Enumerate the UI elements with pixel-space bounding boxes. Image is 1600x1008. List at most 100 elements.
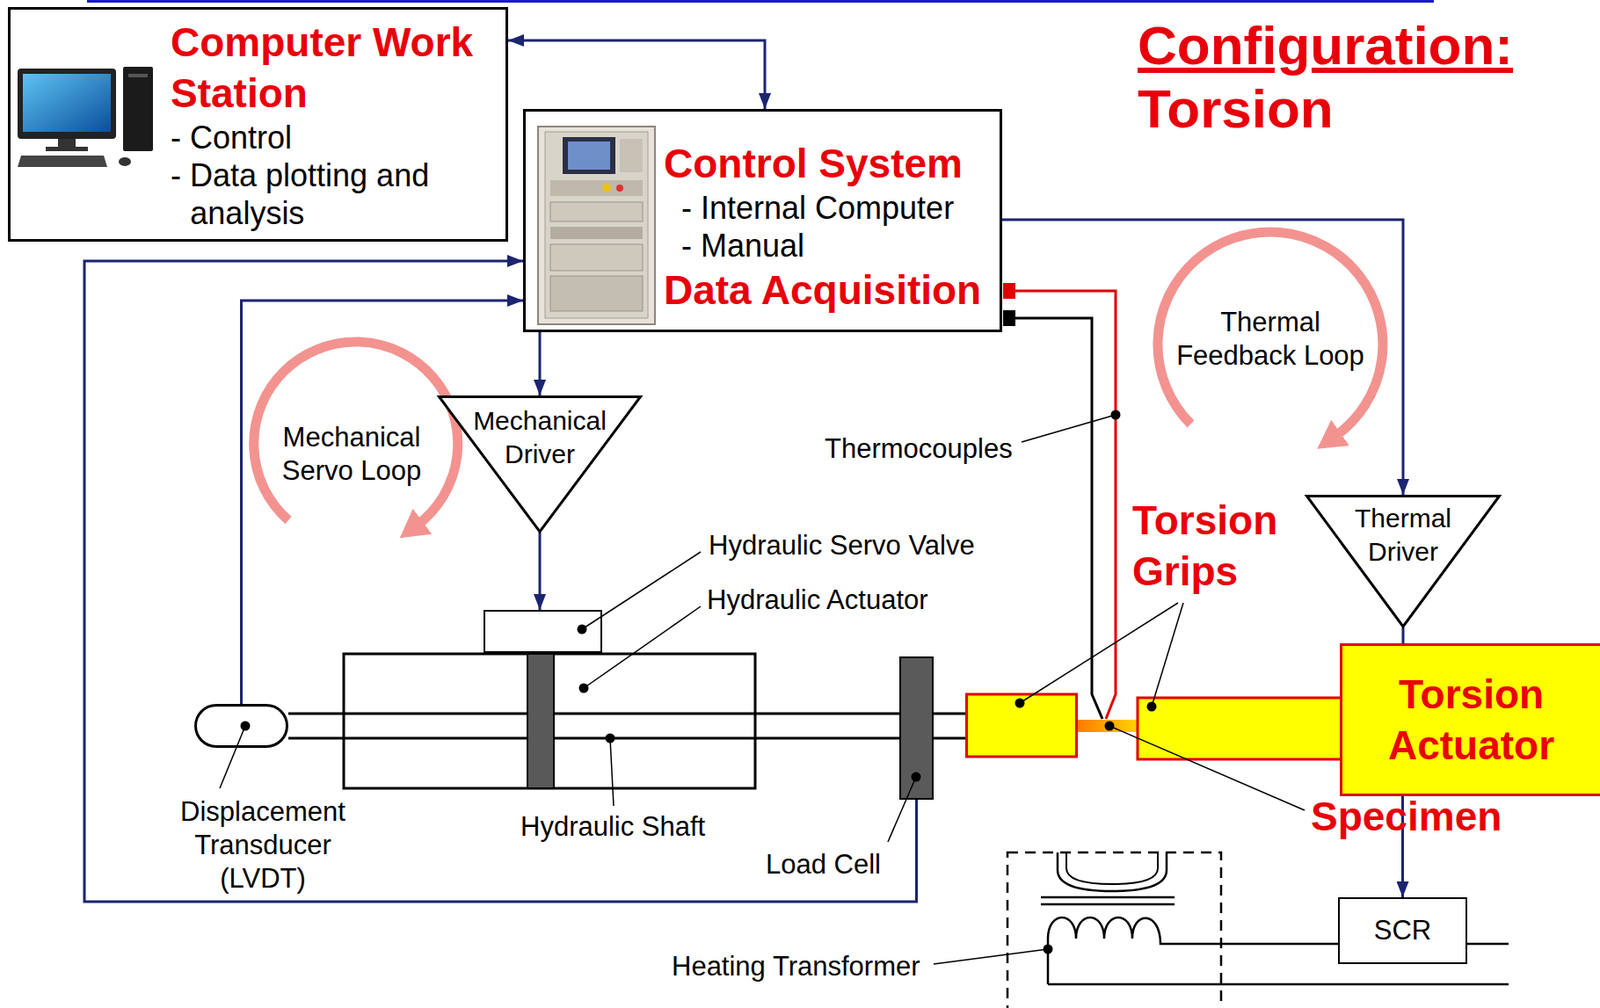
crucible bbox=[1066, 852, 1158, 885]
connector-arrow bbox=[538, 532, 542, 611]
node-heading: Control System bbox=[663, 138, 995, 190]
connector-port bbox=[1003, 283, 1016, 299]
node-text: - Internal Computer bbox=[681, 189, 995, 227]
keyboard bbox=[17, 155, 108, 168]
leader-line bbox=[610, 738, 614, 807]
part-label: Specimen bbox=[1310, 791, 1502, 843]
cabinet-panel bbox=[550, 202, 643, 222]
shaft-line bbox=[288, 712, 966, 716]
monitor-stand bbox=[58, 138, 76, 148]
leader-line bbox=[1021, 414, 1116, 443]
load-cell: Load Cell bbox=[899, 656, 934, 800]
loop-label: Mechanical Servo Loop bbox=[263, 421, 440, 488]
cabinet-display bbox=[562, 137, 616, 175]
leader-line bbox=[887, 777, 917, 843]
servo-loop-arrow bbox=[254, 341, 459, 526]
node-text: Data Acquisition bbox=[663, 264, 995, 316]
cabinet-panel bbox=[550, 244, 643, 271]
driver-triangle bbox=[439, 397, 641, 533]
node-text: - Data plotting and analysis bbox=[170, 156, 501, 233]
monitor-base bbox=[45, 146, 88, 152]
cabinet-panel bbox=[619, 138, 643, 173]
leader-line bbox=[933, 949, 1048, 965]
tower-slot bbox=[128, 73, 148, 78]
transformer-coil bbox=[1047, 917, 1339, 985]
actuator-body bbox=[343, 654, 756, 789]
node-heading: Mechanical Driver bbox=[465, 404, 615, 472]
lvdt-body bbox=[196, 705, 287, 747]
part-label: Hydraulic Actuator bbox=[706, 583, 929, 618]
node-text: - Manual bbox=[681, 226, 995, 265]
leader-line bbox=[1109, 726, 1305, 811]
scr-box: SCR bbox=[1338, 897, 1468, 965]
monitor-screen bbox=[22, 73, 111, 132]
torsion-grip bbox=[967, 694, 1077, 757]
diagram-title: Configuration: Torsion bbox=[1137, 14, 1551, 141]
piston bbox=[527, 654, 554, 789]
computer-tower bbox=[123, 66, 153, 152]
lvdt-transducer: Displacement Transducer (LVDT) bbox=[194, 704, 289, 749]
node-heading: Load Cell bbox=[765, 848, 881, 882]
cabinet-panel bbox=[550, 276, 643, 312]
transformer-core bbox=[1040, 896, 1175, 900]
transformer-core bbox=[1040, 903, 1175, 907]
node-heading: Hydraulic Servo Valve bbox=[708, 529, 975, 563]
loop-label: Thermal Feedback Loop bbox=[1164, 305, 1376, 373]
cabinet-panel bbox=[550, 226, 643, 240]
shaft-line bbox=[288, 737, 966, 741]
servo-valve: Hydraulic Servo Valve bbox=[483, 610, 603, 654]
node-heading: SCR bbox=[1374, 914, 1432, 948]
leader-dot bbox=[911, 772, 922, 783]
connector-arrow bbox=[538, 332, 542, 396]
power-wire bbox=[1467, 943, 1509, 946]
node-text: - Control bbox=[170, 118, 501, 157]
leader-dot bbox=[579, 683, 590, 694]
frame-line bbox=[87, 0, 1434, 3]
leader-dot bbox=[605, 734, 616, 744]
power-wire bbox=[1047, 983, 1509, 987]
leader-dot bbox=[1111, 410, 1121, 421]
leader-dot bbox=[577, 625, 588, 635]
part-label: Heating Transformer bbox=[671, 950, 921, 984]
part-label: Hydraulic Shaft bbox=[520, 810, 706, 844]
connector-port bbox=[1003, 310, 1016, 327]
leader-dot bbox=[1015, 698, 1026, 709]
feedback-loop-arrow bbox=[1157, 232, 1383, 437]
specimen bbox=[1077, 720, 1138, 733]
leader-line bbox=[1019, 603, 1179, 704]
cabinet-button bbox=[602, 183, 611, 193]
thermocouple-wire bbox=[1015, 290, 1116, 720]
cabinet-button bbox=[616, 184, 624, 192]
connector-arrow bbox=[508, 40, 765, 110]
part-label: Torsion Grips bbox=[1132, 494, 1300, 597]
torsion-actuator: Torsion Actuator bbox=[1339, 643, 1600, 797]
leader-dot bbox=[1043, 945, 1054, 955]
leader-dot bbox=[1105, 721, 1115, 732]
node-heading: Torsion Actuator bbox=[1342, 669, 1600, 771]
cabinet-screen bbox=[567, 141, 611, 170]
mechanical-driver-triangle: Mechanical Driver bbox=[437, 395, 642, 533]
control-system-box: Control System- Internal Computer- Manua… bbox=[523, 109, 1003, 333]
connector-arrow bbox=[1402, 627, 1405, 644]
leader-line bbox=[219, 726, 246, 789]
leader-dot bbox=[240, 721, 251, 732]
connector-arrow bbox=[1002, 219, 1404, 495]
node-heading: Computer Work Station bbox=[170, 16, 501, 119]
monitor bbox=[17, 68, 117, 139]
cabinet-front bbox=[545, 131, 648, 319]
mouse bbox=[118, 157, 131, 167]
cabinet-panel bbox=[550, 180, 643, 197]
leader-line bbox=[581, 552, 701, 630]
workstation-box: Computer Work Station- Control- Data plo… bbox=[7, 7, 509, 242]
driver-triangle bbox=[1307, 496, 1500, 628]
part-label: Thermocouples bbox=[824, 432, 1013, 466]
thermal-driver-triangle: Thermal Driver bbox=[1305, 494, 1501, 628]
load-cell-body bbox=[900, 657, 933, 800]
leader-dot bbox=[1147, 702, 1157, 713]
connector-arrow bbox=[84, 261, 917, 902]
torsion-grip bbox=[1137, 698, 1343, 760]
connector-arrow bbox=[241, 300, 524, 705]
leader-line bbox=[1151, 603, 1184, 707]
crucible bbox=[1057, 852, 1167, 892]
